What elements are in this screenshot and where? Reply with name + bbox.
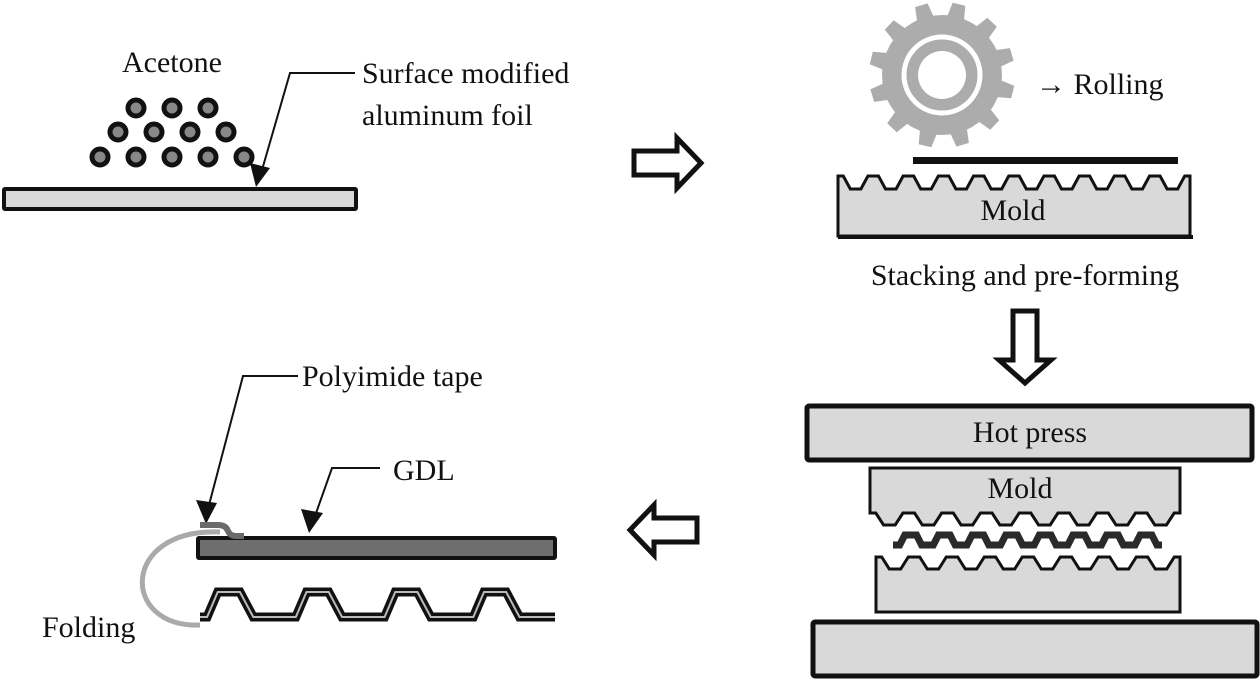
rolling-label: → Rolling <box>1036 68 1164 101</box>
fold-curve <box>139 529 221 628</box>
foil-leader-line <box>261 72 355 171</box>
tape-leader-line <box>208 375 298 506</box>
arrow-down-icon <box>992 308 1058 387</box>
arrow-right-icon <box>631 131 705 195</box>
foil-sheet <box>913 157 1178 164</box>
foil-leader-arrowhead <box>250 163 270 187</box>
gear-roller-icon <box>869 2 1015 148</box>
polyimide-tape-label: Polyimide tape <box>302 360 483 393</box>
acetone-particle <box>197 97 219 119</box>
stacking-caption: Stacking and pre-forming <box>871 259 1179 292</box>
lower-mold <box>874 555 1182 614</box>
hot-press-bottom-plate <box>810 619 1260 679</box>
step-1-acetone-coating: Acetone Surface modified aluminum foil <box>2 46 569 211</box>
acetone-particle <box>125 97 147 119</box>
tape-leader-arrowhead <box>196 500 217 524</box>
acetone-particle <box>161 97 183 119</box>
mold-label-2: Mold <box>987 472 1052 505</box>
gdl-leader-arrowhead <box>301 509 323 533</box>
acetone-particle <box>125 146 147 168</box>
foil-label-line2: aluminum foil <box>362 99 533 132</box>
hot-press-top-plate <box>804 403 1255 463</box>
corrugated-plate-highlight <box>200 591 555 618</box>
foil-label-line1: Surface modified <box>362 57 569 90</box>
acetone-particle <box>161 146 183 168</box>
acetone-particle <box>143 121 165 143</box>
step-2-stacking-preforming: → Rolling Mold Stacking and pre-forming <box>836 2 1193 292</box>
hot-press-label: Hot press <box>973 416 1087 449</box>
polyimide-tape <box>200 522 244 539</box>
preform-mold <box>836 174 1192 238</box>
step-3-hot-press: Hot press Mold <box>804 403 1260 679</box>
pressed-foil <box>893 531 1162 549</box>
acetone-particle <box>107 121 129 143</box>
arrow-left-icon <box>626 498 700 562</box>
folding-label: Folding <box>42 611 135 644</box>
gdl-leader-line <box>314 467 380 517</box>
acetone-particle <box>215 121 237 143</box>
aluminum-foil <box>2 187 358 211</box>
gdl-label: GDL <box>393 454 455 487</box>
acetone-particle <box>197 146 219 168</box>
corrugated-bipolar-plate <box>200 587 555 622</box>
gdl-plate <box>196 536 557 560</box>
acetone-particle <box>179 121 201 143</box>
step-4-folding: Polyimide tape GDL Folding <box>42 360 557 644</box>
mold-label-1: Mold <box>980 194 1045 227</box>
acetone-label: Acetone <box>122 46 222 79</box>
acetone-particle <box>233 146 255 168</box>
upper-mold <box>868 466 1182 527</box>
acetone-particle <box>89 146 111 168</box>
acetone-particles <box>89 97 255 168</box>
